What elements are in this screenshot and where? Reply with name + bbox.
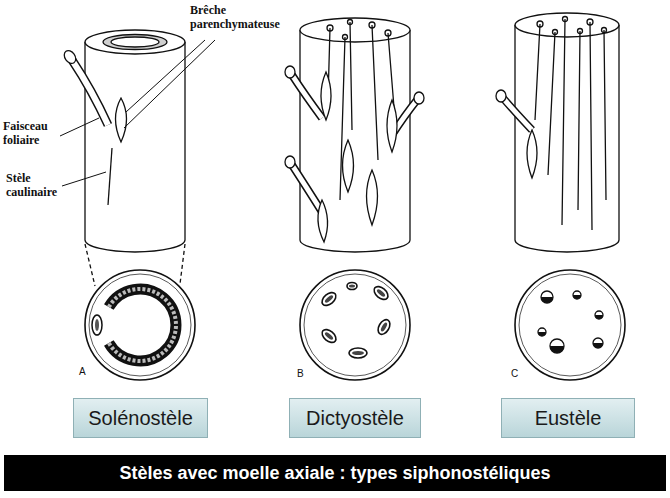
solenostele-stem-part <box>85 42 185 252</box>
eustele-stem-part <box>527 130 537 178</box>
solenostele-stem-part <box>72 60 108 125</box>
eustele-section-part <box>538 291 603 353</box>
dictyostele-stem-part <box>300 18 410 42</box>
name-box: Solénostèle <box>73 398 208 438</box>
eustele-section-part-part <box>573 291 581 299</box>
solenostele-stem-part <box>103 35 167 50</box>
dictyostele-stem-part <box>292 75 322 118</box>
solenostele-section-part <box>89 274 191 376</box>
eustele-stem <box>496 13 619 252</box>
leader-lines-part <box>124 40 215 128</box>
name-box: Eustèle <box>501 398 635 438</box>
name-box: Dictyostèle <box>289 398 421 438</box>
eustele-section-part-part <box>550 346 564 353</box>
dictyostele-section-part-part <box>376 288 386 297</box>
solenostele-stem-part <box>111 37 159 47</box>
solenostele-stem-part <box>116 98 127 142</box>
leader-lines <box>60 40 215 186</box>
dictyostele-section-part-part <box>347 283 357 290</box>
dictyostele-stem-part <box>292 165 322 212</box>
eustele-section-part-part <box>593 338 603 348</box>
solenostele-stem-part <box>85 30 185 54</box>
dictyostele-section <box>300 270 410 380</box>
dictyostele-section-part-part <box>349 285 355 288</box>
dictyostele-section-part-part <box>349 348 367 358</box>
solenostele-stem-part <box>108 148 112 205</box>
eustele-section-part-part <box>538 332 546 336</box>
dictyostele-stem-part <box>292 165 322 212</box>
solenostele-section <box>85 270 195 380</box>
part-label: Stèle caulinaire <box>6 172 68 200</box>
dictyostele-section-part-part <box>324 294 334 303</box>
eustele-section-part-part <box>593 343 603 348</box>
solenostele-stem <box>62 30 185 286</box>
box-text: Solénostèle <box>88 407 193 430</box>
eustele-section <box>515 270 625 380</box>
dictyostele-section-part-part <box>324 331 334 340</box>
dictyostele-stem-part <box>414 92 424 104</box>
dictyostele-stem-part <box>343 140 354 192</box>
solenostele-section-part <box>92 315 102 335</box>
leader-lines-part <box>126 40 205 112</box>
figure-letter: C <box>511 368 531 380</box>
dictyostele-stem-part <box>318 200 328 242</box>
eustele-stem-part <box>496 90 506 102</box>
eustele-section-part-part <box>573 295 581 299</box>
dictyostele-stem <box>285 18 424 252</box>
dictyostele-section-part-part <box>380 322 388 333</box>
eustele-section-part-part <box>538 328 546 336</box>
solenostele-section-part <box>95 319 99 331</box>
eustele-stem-part <box>535 19 606 230</box>
box-text: Dictyostèle <box>306 407 404 430</box>
part-label: Faisceau foliaire <box>3 120 65 148</box>
leader-lines-part <box>60 118 99 136</box>
dictyostele-section-part <box>304 274 406 376</box>
dictyostele-section-part-part <box>320 290 339 308</box>
dictyostele-section-part-part <box>320 327 339 345</box>
solenostele-stem-part <box>85 244 95 286</box>
eustele-section-part-part <box>595 315 603 319</box>
eustele-section-part-part <box>595 311 603 319</box>
dictyostele-stem-part <box>321 72 331 120</box>
eustele-stem-part <box>503 98 532 130</box>
box-text: Eustèle <box>535 407 602 430</box>
solenostele-stem-part <box>62 48 78 65</box>
eustele-stem-part <box>515 25 619 252</box>
eustele-section-part <box>519 274 621 376</box>
dictyostele-section-part-part <box>376 318 393 337</box>
dictyostele-section-part <box>324 285 388 356</box>
solenostele-section-part <box>109 289 176 361</box>
dictyostele-stem-part <box>285 66 295 78</box>
figure-letter: A <box>79 366 99 378</box>
eustele-section-part <box>515 270 625 380</box>
dictyostele-stem-part <box>300 30 410 252</box>
eustele-section-part-part <box>550 339 564 353</box>
solenostele-stem-part <box>180 244 185 284</box>
solenostele-section-part <box>109 289 176 361</box>
title-text: Stèles avec moelle axiale : types siphon… <box>4 455 666 491</box>
dictyostele-section-part <box>320 283 393 359</box>
dictyostele-stem-part <box>387 100 397 152</box>
dictyostele-stem-part <box>285 156 295 168</box>
leader-lines-part <box>62 172 106 186</box>
solenostele-stem-part <box>72 60 108 125</box>
eustele-section-part-part <box>541 297 553 303</box>
dictyostele-stem-part <box>367 170 378 225</box>
eustele-section-part <box>538 295 603 353</box>
dictyostele-section-part-part <box>352 351 364 355</box>
dictyostele-section-part-part <box>372 284 391 302</box>
eustele-section-part-part <box>541 291 553 303</box>
dictyostele-stem-part <box>328 22 395 200</box>
figure-letter: B <box>297 368 317 380</box>
dictyostele-section-part <box>300 270 410 380</box>
eustele-stem-part <box>503 98 532 130</box>
solenostele-section-part <box>85 270 195 380</box>
part-label: Brêche parenchymateuse <box>190 4 290 32</box>
dictyostele-stem-part <box>292 75 322 118</box>
